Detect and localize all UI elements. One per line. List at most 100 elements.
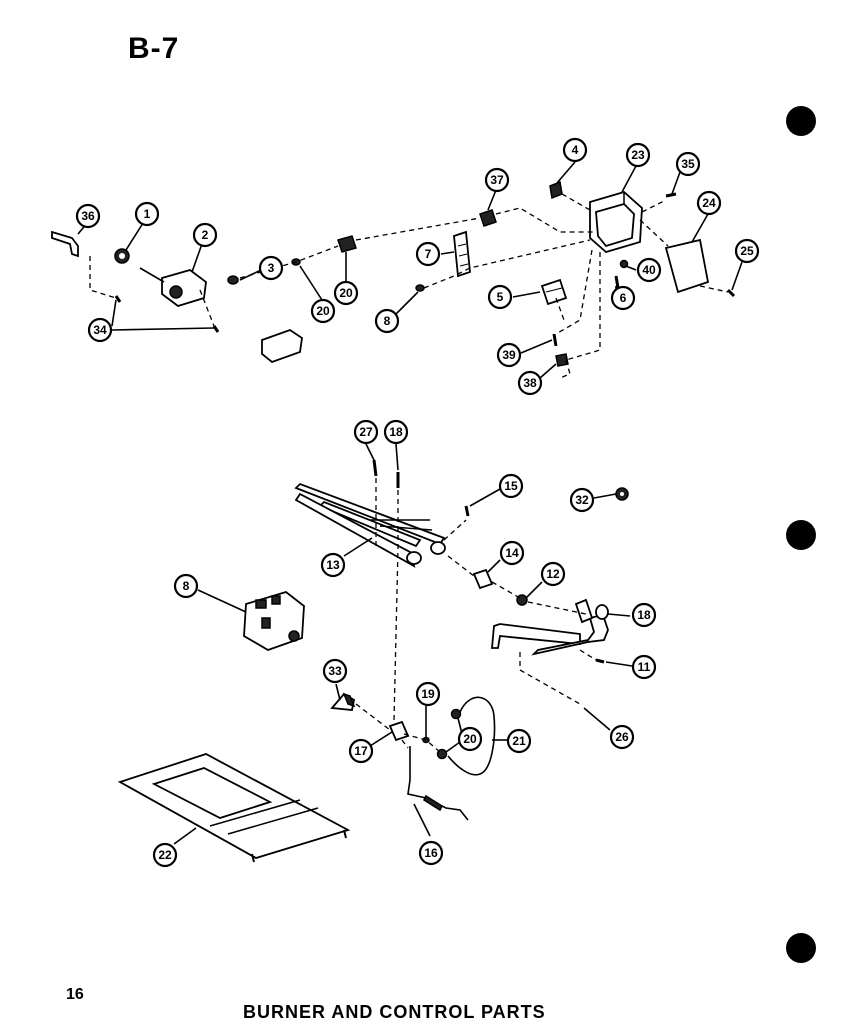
part-15-screw [464, 505, 470, 517]
part-24-cover-plate [664, 238, 710, 294]
svg-text:21: 21 [512, 734, 526, 748]
svg-text:6: 6 [620, 291, 627, 305]
svg-text:7: 7 [425, 247, 432, 261]
part-25-screw [726, 288, 736, 298]
svg-text:35: 35 [681, 157, 695, 171]
callout-20: 20 [457, 726, 483, 752]
svg-text:11: 11 [638, 660, 651, 674]
part-7-terminal-strip [453, 230, 471, 278]
callout-10: 18 [631, 602, 657, 628]
binder-hole-top [786, 106, 816, 136]
svg-text:2: 2 [202, 228, 209, 242]
figure-caption: BURNER AND CONTROL PARTS [243, 1002, 546, 1022]
callout-7: 7 [415, 241, 441, 267]
part-11-screw [595, 658, 605, 664]
callout-39: 39 [496, 342, 522, 368]
svg-text:17: 17 [354, 744, 368, 758]
part-37-block [479, 209, 497, 227]
svg-text:25: 25 [740, 244, 754, 258]
callout-26: 26 [609, 724, 635, 750]
page-title: B-7 [128, 32, 180, 65]
svg-text:8: 8 [183, 579, 190, 593]
svg-text:23: 23 [631, 148, 645, 162]
callout-40: 40 [636, 257, 662, 283]
part-39-screw [552, 333, 558, 347]
part-17-pilot-bracket [388, 720, 410, 742]
part-32-fitting [615, 487, 629, 501]
upper-leader-lines [77, 161, 743, 379]
binder-hole-bottom [786, 933, 816, 963]
upper-assembly-lines [89, 193, 729, 379]
callout-3: 3 [258, 255, 284, 281]
svg-text:13: 13 [326, 558, 340, 572]
callout-33: 33 [322, 658, 348, 684]
callout-36: 36 [75, 203, 101, 229]
svg-text:14: 14 [505, 546, 519, 560]
part-9-gas-valve [243, 591, 305, 651]
svg-text:24: 24 [702, 196, 716, 210]
part-33-pilot-shield [330, 692, 356, 711]
callout-29: 20 [310, 298, 336, 324]
callout-22: 22 [152, 842, 178, 868]
svg-text:1: 1 [144, 207, 151, 221]
callout-11: 11 [631, 654, 657, 680]
callout-16: 16 [418, 840, 444, 866]
part-28-fitting [337, 235, 357, 253]
svg-text:38: 38 [523, 376, 537, 390]
callout-2: 2 [192, 222, 218, 248]
part-34-screws [114, 295, 220, 333]
callout-18-upper: 18 [383, 419, 409, 445]
callout-14: 14 [499, 540, 525, 566]
callout-34: 34 [87, 317, 113, 343]
part-1-nut [114, 248, 130, 264]
svg-text:16: 16 [424, 846, 438, 860]
callout-17: 17 [348, 738, 374, 764]
part-38-clip [555, 353, 569, 367]
part-21-pilot-tubing [447, 696, 496, 776]
callout-35: 35 [675, 151, 701, 177]
part-6-screw [614, 275, 620, 289]
callout-12: 12 [540, 561, 566, 587]
part-27-18-screws [372, 459, 400, 488]
part-8-screw-upper [415, 284, 425, 292]
callout-38: 38 [517, 370, 543, 396]
svg-text:3: 3 [268, 261, 275, 275]
callout-21: 21 [506, 728, 532, 754]
callout-9: 8 [173, 573, 199, 599]
svg-text:19: 19 [421, 687, 435, 701]
part-10-manifold [491, 598, 609, 656]
callout-4: 4 [562, 137, 588, 163]
callout-8-upper: 8 [374, 308, 400, 334]
part-4-grommet [549, 180, 563, 200]
callout-5: 5 [487, 284, 513, 310]
svg-text:34: 34 [93, 323, 107, 337]
svg-text:15: 15 [504, 479, 518, 493]
svg-text:22: 22 [158, 848, 172, 862]
svg-text:32: 32 [575, 493, 589, 507]
svg-text:26: 26 [615, 730, 629, 744]
svg-text:18: 18 [637, 608, 651, 622]
svg-text:20: 20 [463, 732, 477, 746]
callout-1: 1 [134, 201, 160, 227]
svg-text:36: 36 [81, 209, 95, 223]
svg-text:20: 20 [339, 286, 353, 300]
svg-text:37: 37 [490, 173, 504, 187]
callout-28: 20 [333, 280, 359, 306]
part-valve-cover [261, 329, 303, 364]
svg-text:4: 4 [572, 143, 579, 157]
part-3-nut [227, 275, 239, 285]
part-22-burner-plate [117, 753, 351, 863]
binder-hole-middle [786, 520, 816, 550]
part-2-valve [139, 267, 207, 307]
svg-text:20: 20 [316, 304, 330, 318]
callout-24: 24 [696, 190, 722, 216]
part-36-bracket [51, 230, 79, 258]
svg-text:5: 5 [497, 290, 504, 304]
part-23-control-box [589, 190, 643, 254]
svg-text:33: 33 [328, 664, 342, 678]
page-number: 16 [66, 986, 84, 1003]
callout-23: 23 [625, 142, 651, 168]
callout-27: 27 [353, 419, 379, 445]
callout-19: 19 [415, 681, 441, 707]
svg-text:39: 39 [502, 348, 516, 362]
